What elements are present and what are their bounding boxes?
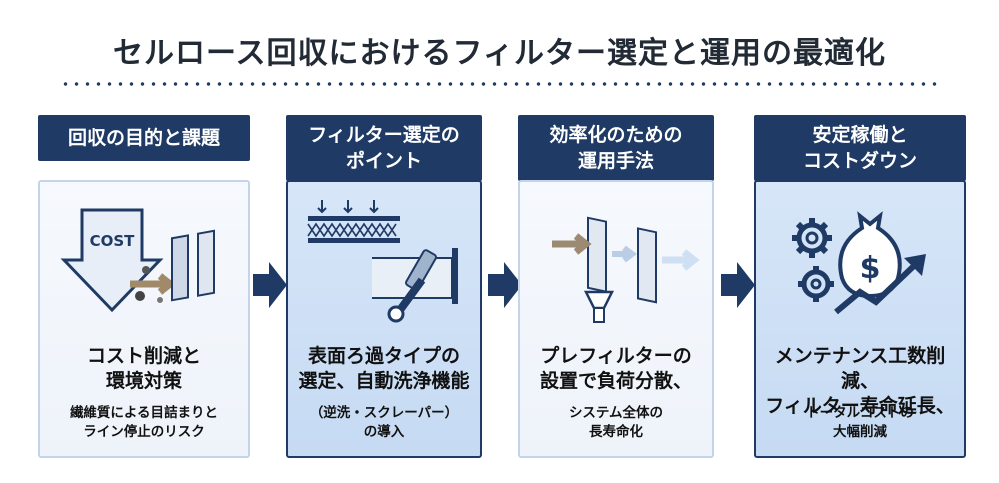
step-4-sub-text: トータルコストの 大幅削減 <box>806 405 914 440</box>
arrow-right-icon <box>253 262 287 308</box>
step-3-sub-text: システム全体の 長寿命化 <box>568 405 664 440</box>
step-2-panel: 表面ろ過タイプの 選定、自動洗浄機能 （逆洗・スクレーパー） の導入 <box>286 180 482 458</box>
arrow-right-icon <box>488 262 522 308</box>
step-4-header: 安定稼働とコストダウン <box>754 115 966 181</box>
cost-savings-icon: $ <box>786 196 946 326</box>
step-1-sub-text: 繊維質による目詰まりと ライン停止のリスク <box>69 405 219 440</box>
step-1-main-text: コスト削減と 環境対策 <box>86 345 201 392</box>
cost-down-icon: COST <box>60 200 230 330</box>
page-title: セルロース回収におけるフィルター選定と運用の最適化 <box>113 36 886 71</box>
step-3-main-text: プレフィルターの 設置で負荷分散、 <box>539 345 692 392</box>
surface-filtration-icon <box>302 198 472 328</box>
step-3-panel: プレフィルターの 設置で負荷分散、 システム全体の 長寿命化 <box>518 180 714 458</box>
step-4-main-text: メンテナンス工数削減、 フィルター寿命延長、 <box>765 345 955 417</box>
step-2-sub-text: （逆洗・スクレーパー） の導入 <box>309 405 459 440</box>
step-3-header: 効率化のための運用手法 <box>518 115 714 181</box>
step-4-panel: $ メンテナンス工数削減、 フィルター寿命延長、 トータルコストの 大幅削減 <box>754 180 966 458</box>
prefilter-icon <box>542 200 702 330</box>
step-1-header: 回収の目的と課題 <box>38 115 250 161</box>
arrow-right-icon <box>721 262 755 308</box>
step-2-main-text: 表面ろ過タイプの 選定、自動洗浄機能 <box>298 345 470 392</box>
cost-label: COST <box>90 232 136 250</box>
step-2-header: フィルター選定のポイント <box>286 115 482 181</box>
step-1-panel: COST コスト削減と 環境対策 繊維質による目詰まりと ライン停止のリスク <box>38 180 250 458</box>
dotted-divider <box>60 82 940 86</box>
dollar-label: $ <box>860 251 881 286</box>
